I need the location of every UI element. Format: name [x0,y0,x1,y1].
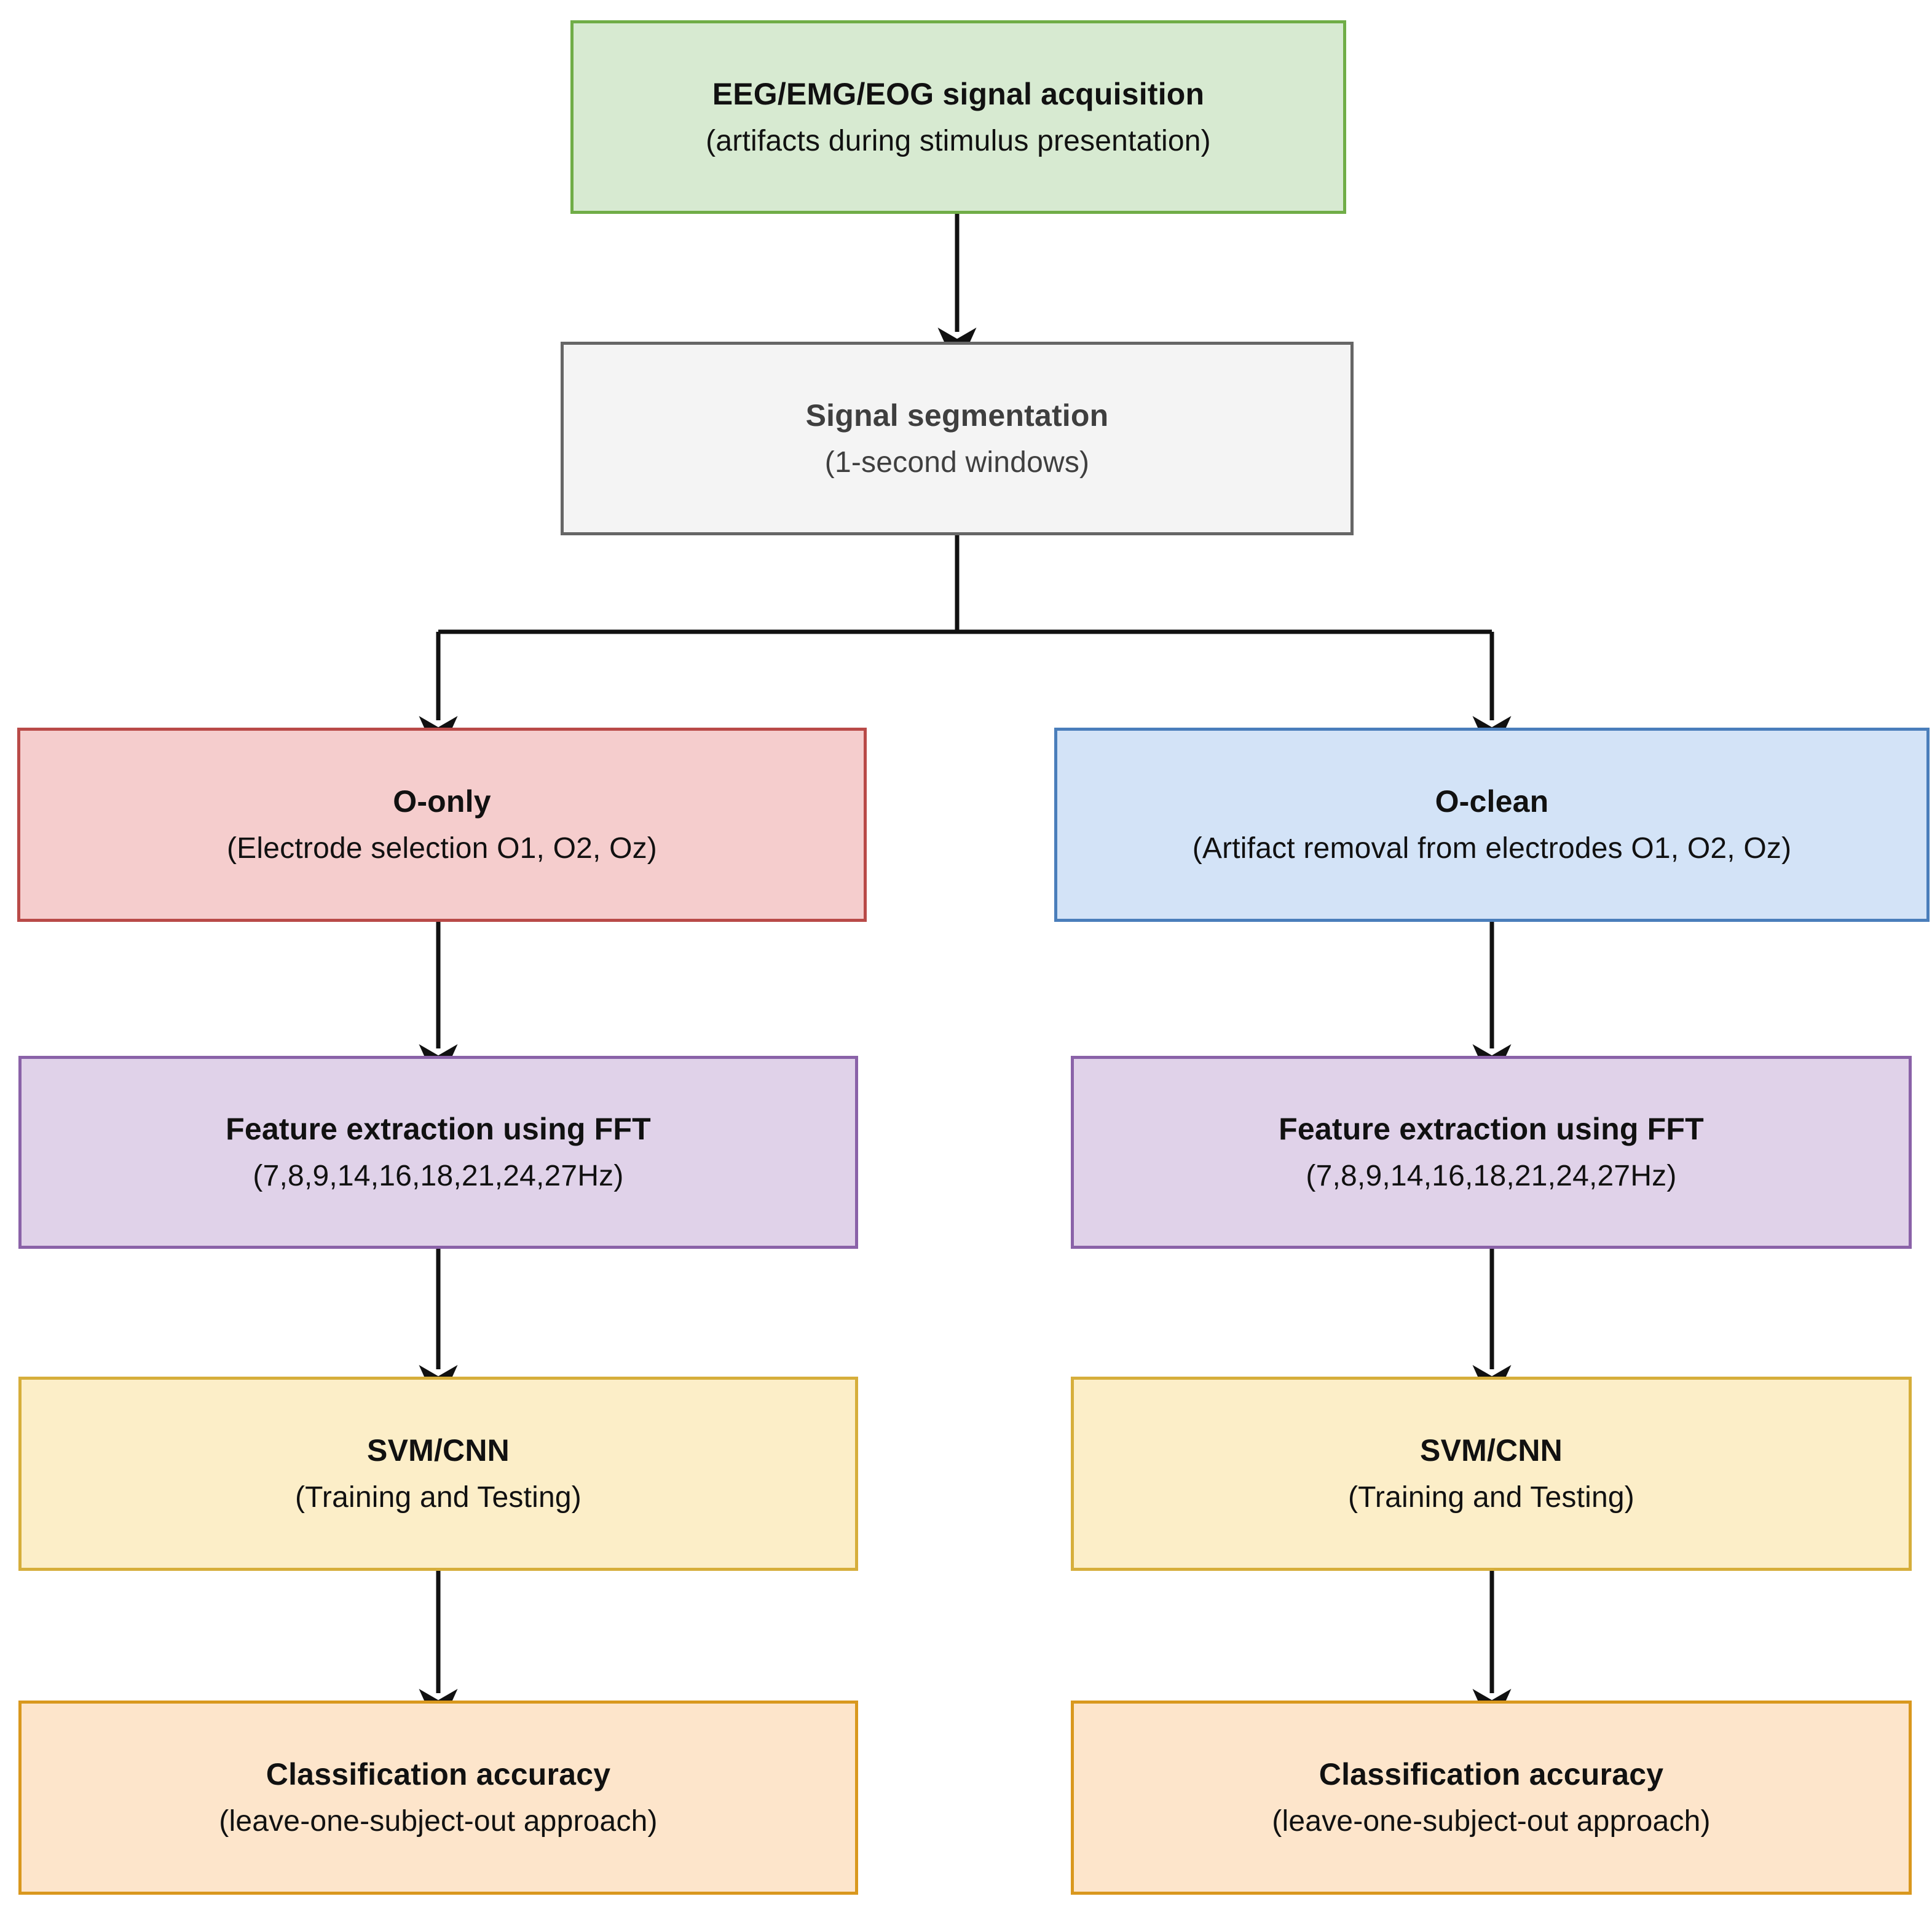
node-subtitle: (Artifact removal from electrodes O1, O2… [1192,832,1792,865]
node-feature-extraction-left: Feature extraction using FFT (7,8,9,14,1… [18,1056,858,1249]
edge-segmentation-split-bus [438,535,1492,634]
node-title: SVM/CNN [1420,1433,1563,1468]
node-classifier-right: SVM/CNN (Training and Testing) [1071,1377,1912,1571]
node-subtitle: (1-second windows) [824,446,1090,479]
node-subtitle: (leave-one-subject-out approach) [219,1805,658,1838]
node-subtitle: (Electrode selection O1, O2, Oz) [226,832,657,865]
node-title: Signal segmentation [805,398,1109,433]
node-o-only: O-only (Electrode selection O1, O2, Oz) [17,728,867,922]
node-feature-extraction-right: Feature extraction using FFT (7,8,9,14,1… [1071,1056,1912,1249]
node-title: EEG/EMG/EOG signal acquisition [712,76,1205,111]
node-classification-accuracy-left: Classification accuracy (leave-one-subje… [18,1701,858,1895]
node-title: SVM/CNN [367,1433,510,1468]
node-title: O-clean [1435,784,1549,819]
node-signal-acquisition: EEG/EMG/EOG signal acquisition (artifact… [570,20,1346,214]
node-subtitle: (leave-one-subject-out approach) [1272,1805,1711,1838]
node-title: O-only [393,784,491,819]
node-title: Classification accuracy [266,1757,611,1792]
node-o-clean: O-clean (Artifact removal from electrode… [1054,728,1930,922]
node-title: Classification accuracy [1319,1757,1664,1792]
node-classification-accuracy-right: Classification accuracy (leave-one-subje… [1071,1701,1912,1895]
node-subtitle: (Training and Testing) [1348,1481,1634,1514]
node-classifier-left: SVM/CNN (Training and Testing) [18,1377,858,1571]
node-title: Feature extraction using FFT [1279,1112,1704,1147]
node-subtitle: (Training and Testing) [295,1481,582,1514]
node-signal-segmentation: Signal segmentation (1-second windows) [561,342,1354,535]
node-subtitle: (7,8,9,14,16,18,21,24,27Hz) [253,1160,624,1193]
node-subtitle: (artifacts during stimulus presentation) [706,124,1211,157]
node-subtitle: (7,8,9,14,16,18,21,24,27Hz) [1306,1160,1677,1193]
node-title: Feature extraction using FFT [226,1112,651,1147]
